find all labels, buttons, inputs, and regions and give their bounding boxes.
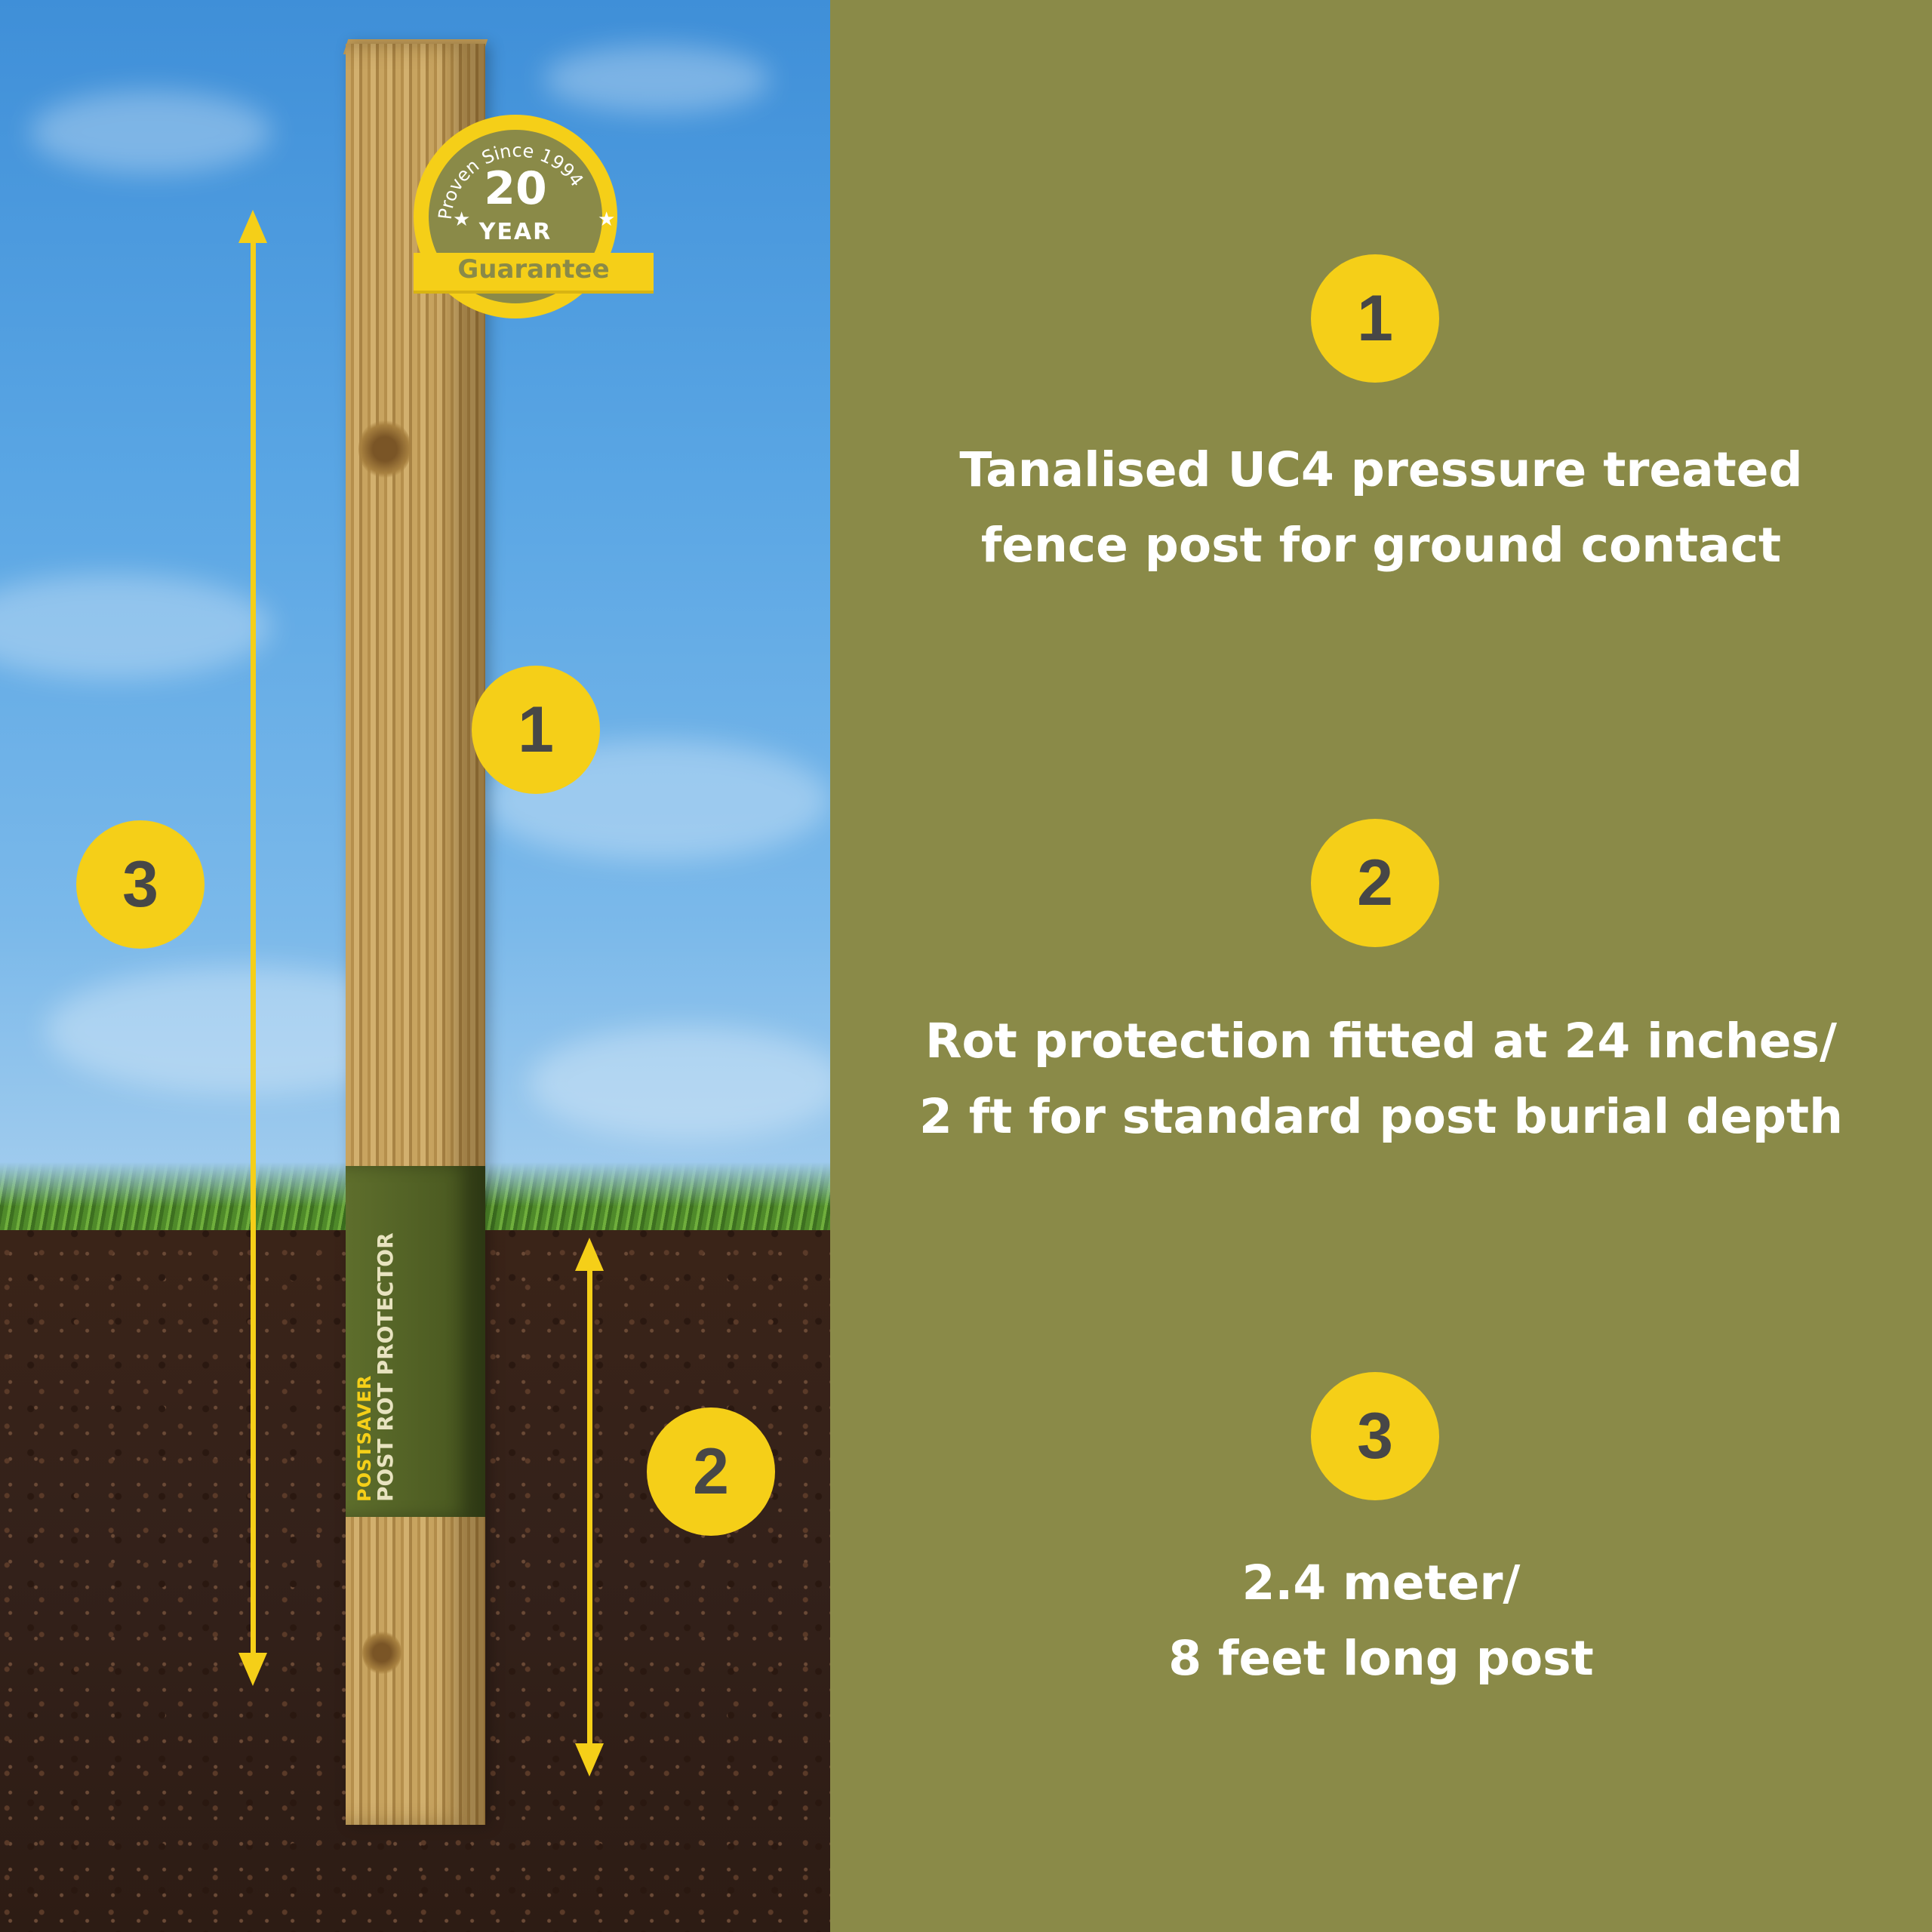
wood-knot — [358, 419, 411, 479]
sleeve-brand: POSTSAVER — [354, 1374, 375, 1502]
fence-post — [346, 44, 485, 1825]
marker-2: 2 — [647, 1407, 775, 1536]
feature-1-line-1: Tanalised UC4 pressure treated — [959, 442, 1803, 497]
badge-ribbon — [414, 253, 654, 291]
cloud — [543, 45, 770, 113]
feature-2-text: Rot protection fitted at 24 inches/ 2 ft… — [830, 1004, 1932, 1155]
cloud — [30, 91, 272, 174]
arrow-down-icon — [238, 1653, 267, 1686]
feature-1-text: Tanalised UC4 pressure treated fence pos… — [830, 432, 1932, 583]
feature-3-line-1: 2.4 meter/ — [1241, 1555, 1521, 1611]
feature-2-line-1: Rot protection fitted at 24 inches/ — [925, 1014, 1837, 1069]
feature-3-line-2: 8 feet long post — [1168, 1631, 1594, 1686]
badge-ribbon-label: Guarantee — [457, 254, 610, 285]
depth-arrow — [587, 1268, 592, 1751]
feature-3-text: 2.4 meter/ 8 feet long post — [830, 1546, 1932, 1697]
arrow-up-icon — [238, 210, 267, 243]
badge-unit: YEAR — [478, 219, 552, 245]
arrow-down-icon — [575, 1743, 604, 1777]
badge-number: 20 — [484, 162, 547, 215]
marker-3: 3 — [76, 820, 205, 949]
sleeve-label: POSTSAVER POST ROT PROTECTOR — [354, 1232, 398, 1502]
badge-arc-text: Proven Since 1994 — [435, 140, 588, 220]
feature-1-number: 1 — [1311, 254, 1439, 383]
length-arrow — [251, 240, 256, 1674]
marker-1: 1 — [472, 666, 600, 794]
feature-3-number: 3 — [1311, 1372, 1439, 1500]
star-icon: ★ — [453, 208, 471, 231]
cloud — [0, 574, 272, 679]
feature-2-number: 2 — [1311, 819, 1439, 947]
arrow-up-icon — [575, 1238, 604, 1271]
wood-knot — [362, 1630, 401, 1675]
sleeve-product: POST ROT PROTECTOR — [373, 1232, 398, 1502]
feature-2-line-2: 2 ft for standard post burial depth — [918, 1089, 1844, 1144]
cloud — [528, 1026, 830, 1140]
feature-1-line-2: fence post for ground contact — [980, 518, 1782, 573]
rot-protector-sleeve — [346, 1166, 485, 1517]
star-icon: ★ — [598, 208, 616, 231]
